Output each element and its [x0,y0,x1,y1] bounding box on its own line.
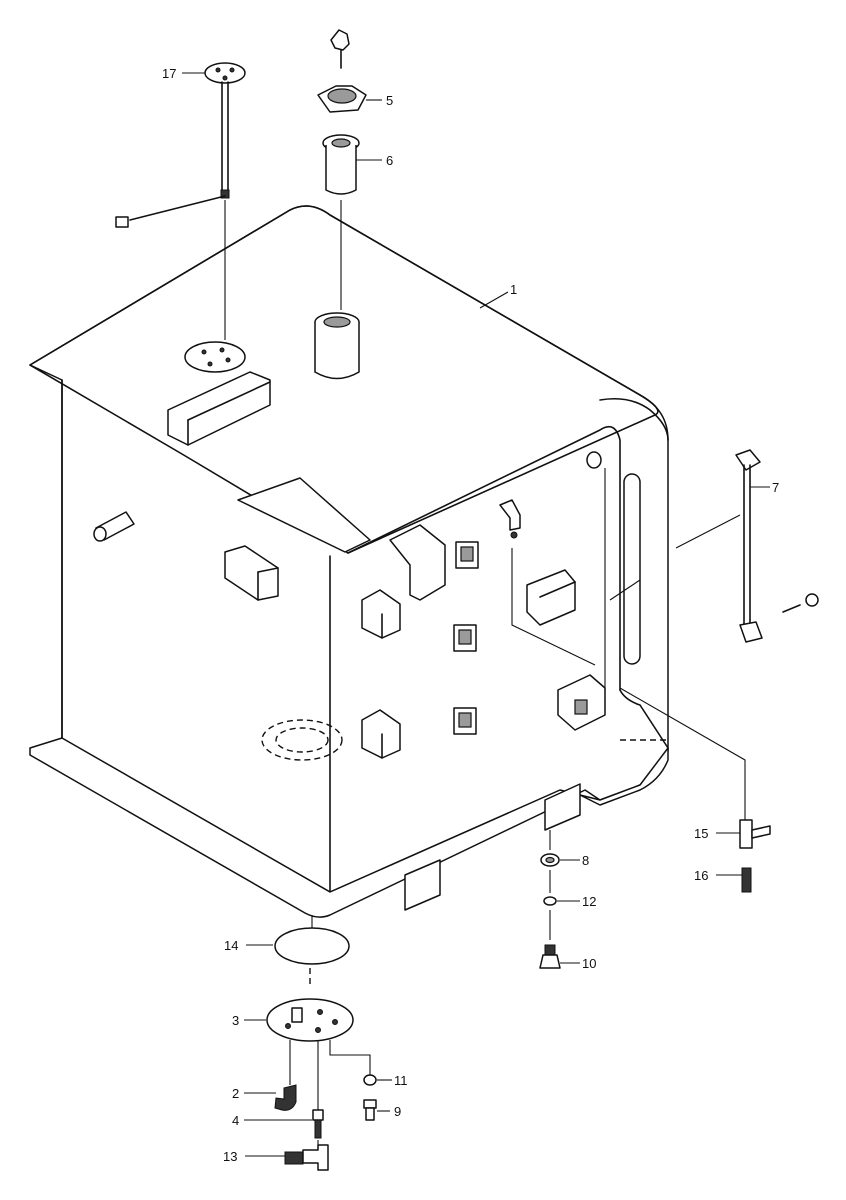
callout-15: 15 [694,826,740,841]
callout-12: 12 [557,894,596,909]
callout-7: 7 [750,480,779,495]
svg-text:4: 4 [232,1113,239,1128]
filler-neck [314,312,360,380]
connector-4 [312,1109,324,1139]
callout-14: 14 [224,938,273,953]
level-gauge-sender [115,62,246,340]
bolt-9 [363,1099,377,1121]
callout-4: 4 [232,1113,312,1128]
side-pipe [93,511,135,542]
filler-strainer [322,134,360,310]
callout-6: 6 [356,153,393,168]
svg-text:13: 13 [223,1149,237,1164]
callout-13: 13 [223,1149,285,1164]
svg-text:1: 1 [510,282,517,297]
callout-9: 9 [377,1104,401,1119]
bottom-flange [266,998,371,1110]
svg-text:3: 3 [232,1013,239,1028]
svg-text:2: 2 [232,1086,239,1101]
svg-text:9: 9 [394,1104,401,1119]
svg-text:16: 16 [694,868,708,883]
svg-text:15: 15 [694,826,708,841]
svg-text:8: 8 [582,853,589,868]
svg-text:17: 17 [162,66,176,81]
washer-11 [363,1074,377,1086]
svg-text:7: 7 [772,480,779,495]
callout-5: 5 [366,93,393,108]
svg-text:10: 10 [582,956,596,971]
callout-10: 10 [560,956,596,971]
gauge-flange-seat [184,341,246,373]
callout-1: 1 [479,282,517,309]
sight-gauge [675,449,819,643]
tee-valve-13 [284,1140,329,1171]
svg-text:11: 11 [394,1073,408,1088]
callout-11: 11 [377,1073,408,1088]
fuel-tank-body [29,205,669,918]
svg-text:14: 14 [224,938,238,953]
svg-text:6: 6 [386,153,393,168]
callout-16: 16 [694,868,742,883]
callout-2: 2 [232,1086,276,1101]
filler-cap [317,29,367,113]
svg-text:5: 5 [386,93,393,108]
elbow-fitting [274,1084,297,1111]
o-ring [274,915,350,985]
svg-text:12: 12 [582,894,596,909]
top-bracket-tube [167,371,271,446]
callout-17: 17 [162,66,205,81]
drain-cock [619,687,771,893]
callout-8: 8 [560,853,589,868]
drain-plug-stack [539,830,561,969]
callout-3: 3 [232,1013,266,1028]
